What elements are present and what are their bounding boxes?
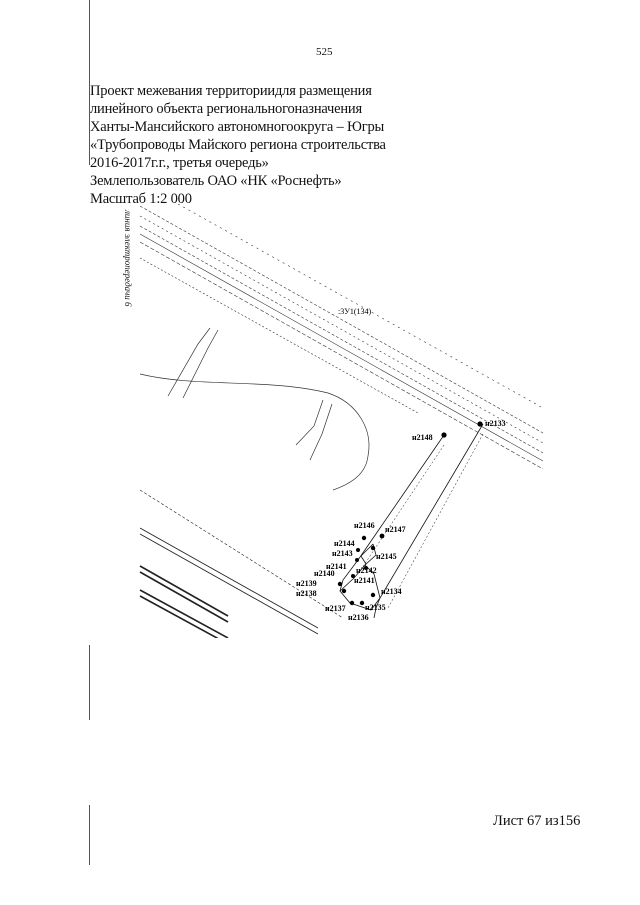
point-label-2133: н2133 — [485, 419, 506, 428]
sheet-number: Лист 67 из156 — [493, 813, 581, 829]
point-label-2143: н2143 — [332, 549, 353, 558]
margin-line-top — [89, 0, 90, 165]
header-line-1: Проект межевания территориидля размещени… — [90, 83, 372, 99]
parcel-label: :3У1(134) — [338, 307, 372, 316]
point-label-2142: н2142 — [356, 566, 377, 575]
page-number: 525 — [316, 46, 333, 58]
cadastral-map: :3У1(134) н2133 н2148 н2147 н2146 н2145 … — [118, 198, 548, 638]
point-labels: :3У1(134) н2133 н2148 н2147 н2146 н2145 … — [296, 307, 506, 622]
document-header: Проект межевания территориидля размещени… — [90, 82, 386, 208]
point-2135-marker — [359, 600, 365, 606]
track-curve — [139, 373, 370, 491]
point-2137-marker — [349, 600, 355, 606]
point-2143-marker — [355, 558, 359, 562]
point-label-2144: н2144 — [334, 539, 355, 548]
point-2145-marker — [370, 545, 376, 551]
point-2140-marker — [337, 581, 343, 587]
header-line-3: Ханты-Мансийского автономногоокруга – Юг… — [90, 119, 385, 135]
lower-lines — [139, 489, 344, 638]
point-label-2134: н2134 — [381, 587, 402, 596]
point-label-2136: н2136 — [348, 613, 369, 622]
point-label-2140: н2140 — [314, 569, 335, 578]
map-drawing: :3У1(134) н2133 н2148 н2147 н2146 н2145 … — [139, 203, 544, 638]
point-label-2135: н2135 — [365, 603, 386, 612]
margin-line-bottom — [89, 805, 90, 865]
header-line-4: «Трубопроводы Майского региона строитель… — [90, 137, 386, 153]
point-2133-marker — [477, 421, 483, 427]
header-line-6: Землепользователь ОАО «НК «Роснефть» — [90, 173, 342, 189]
point-label-2141: н2141 — [354, 576, 375, 585]
point-label-2139: н2139 — [296, 579, 317, 588]
scale-line: Масштаб 1:2 000 — [90, 191, 192, 207]
point-label-2147: н2147 — [385, 525, 406, 534]
point-label-2148: н2148 — [412, 433, 433, 442]
point-2147-marker — [379, 533, 385, 539]
point-label-2145: н2145 — [376, 552, 397, 561]
point-2146-marker — [361, 535, 367, 541]
header-line-2: линейного объекта региональногоназначени… — [90, 101, 362, 117]
point-label-2141-upper: н2141 — [326, 562, 347, 571]
point-label-2146: н2146 — [354, 521, 375, 530]
survey-points — [337, 421, 483, 606]
point-label-2138: н2138 — [296, 589, 317, 598]
point-2134-marker — [370, 592, 376, 598]
parcel-inner-dashes — [361, 433, 484, 609]
corridor-lines — [139, 203, 544, 470]
point-2138-marker — [341, 588, 347, 594]
point-2144-marker — [356, 548, 360, 552]
branch-roads — [167, 327, 333, 461]
header-line-5: 2016-2017г.г., третья очередь» — [90, 155, 269, 171]
point-2148-marker — [441, 432, 447, 438]
point-2141-marker — [351, 574, 355, 578]
point-label-2137: н2137 — [325, 604, 346, 613]
power-line-label: линия электропередачи 6 — [123, 210, 133, 307]
point-2142-marker — [364, 566, 368, 570]
margin-line-middle — [89, 645, 90, 720]
